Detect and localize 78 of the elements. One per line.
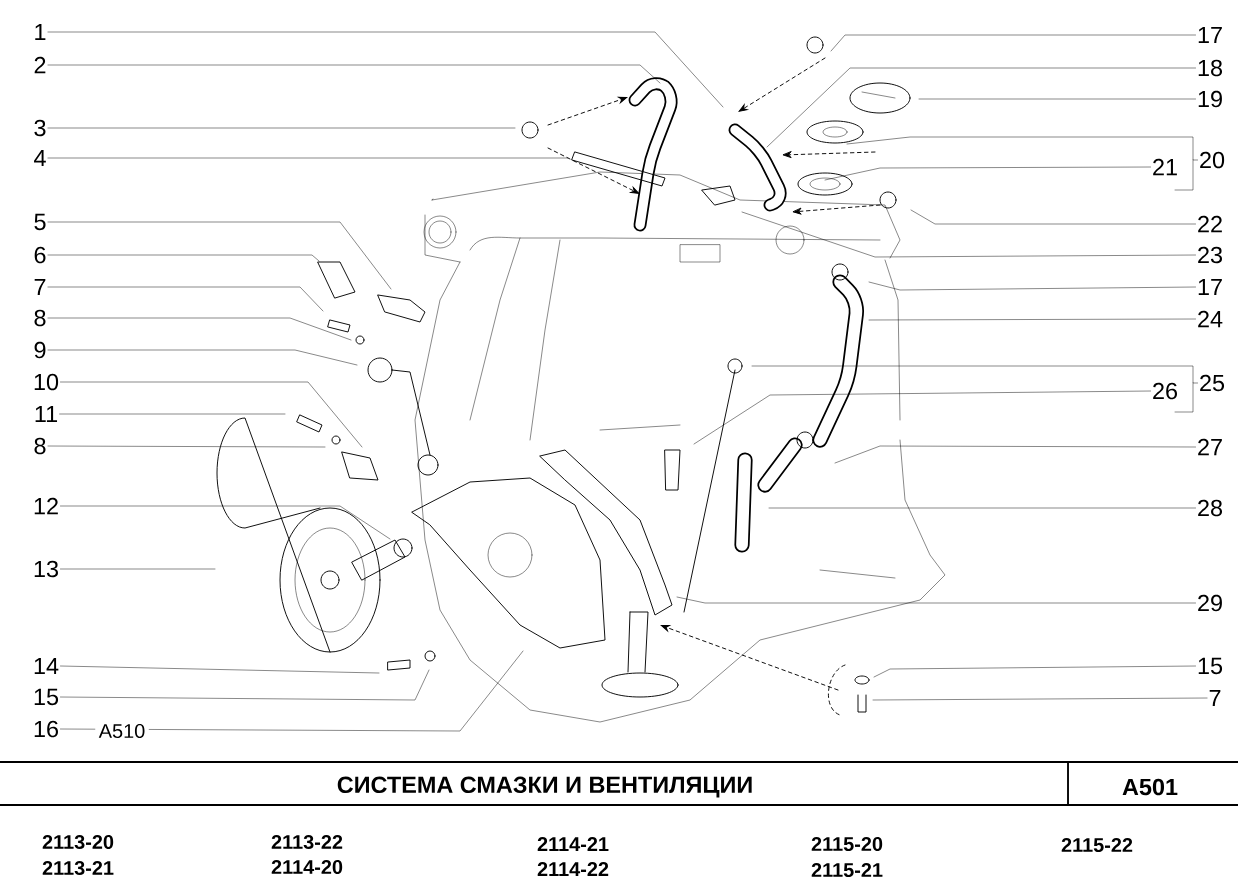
callout-number: 12 bbox=[34, 497, 58, 515]
leader-line bbox=[47, 286, 324, 312]
leader-line bbox=[830, 34, 1196, 52]
callout-number: 23 bbox=[1198, 246, 1222, 264]
leader-line bbox=[834, 445, 1196, 464]
leader-line bbox=[60, 568, 216, 570]
callout-number: 6 bbox=[34, 246, 46, 264]
model-code: 2115-22 bbox=[1061, 837, 1133, 853]
edge-label: A510 bbox=[95, 720, 149, 742]
leader-line bbox=[47, 317, 352, 341]
callout-number: 3 bbox=[34, 119, 46, 137]
callout-number: 29 bbox=[1198, 594, 1222, 612]
callout-number: 8 bbox=[34, 309, 46, 327]
model-code: 2113-22 bbox=[271, 834, 343, 850]
callout-number: 2 bbox=[34, 56, 46, 74]
callout-number: 7 bbox=[34, 278, 46, 296]
leader-line bbox=[47, 349, 358, 366]
callout-number: 7 bbox=[1209, 689, 1221, 707]
callout-number: 15 bbox=[1198, 657, 1223, 675]
model-code: 2115-21 bbox=[811, 862, 883, 878]
callout-number: 22 bbox=[1198, 215, 1222, 233]
leader-line bbox=[59, 413, 286, 415]
leader-line bbox=[47, 64, 661, 84]
callout-number: 26 bbox=[1153, 382, 1177, 400]
model-code: 2114-20 bbox=[271, 859, 343, 875]
callout-number: 14 bbox=[34, 657, 59, 675]
leader-line bbox=[47, 157, 569, 159]
leader-line bbox=[47, 221, 392, 290]
sheet-number: A501 bbox=[1122, 778, 1178, 796]
callout-number: 1 bbox=[35, 23, 46, 41]
callout-number: 16 bbox=[34, 720, 58, 738]
callout-number: 18 bbox=[1198, 59, 1223, 77]
callout-number: 17 bbox=[1198, 26, 1222, 44]
leader-line bbox=[768, 507, 1196, 509]
title: СИСТЕМА СМАЗКИ И ВЕНТИЛЯЦИИ bbox=[337, 776, 752, 798]
callout-number: 19 bbox=[1198, 90, 1222, 108]
callout-number: 24 bbox=[1198, 310, 1223, 328]
leader-line bbox=[60, 665, 380, 674]
callout-number: 28 bbox=[1198, 499, 1223, 517]
leader-line bbox=[873, 665, 1196, 678]
leader-line bbox=[766, 67, 1196, 148]
leader-line bbox=[741, 211, 1196, 258]
callout-number: 8 bbox=[34, 437, 46, 455]
callout-number: 15 bbox=[34, 688, 59, 706]
leader-line bbox=[824, 166, 1151, 181]
leader-line bbox=[47, 254, 320, 262]
callout-number: 13 bbox=[34, 560, 58, 578]
leader-line bbox=[910, 209, 1196, 225]
model-code: 2114-21 bbox=[537, 837, 609, 851]
leader-line bbox=[47, 31, 724, 108]
callout-number: 25 bbox=[1200, 374, 1225, 392]
leader-line bbox=[60, 669, 430, 701]
model-code: 2114-22 bbox=[537, 862, 609, 876]
callout-number: 17 bbox=[1198, 278, 1222, 296]
callout-number: 5 bbox=[34, 213, 46, 231]
leader-line bbox=[47, 445, 326, 448]
callout-number: 9 bbox=[34, 341, 46, 359]
callout-number: 21 bbox=[1153, 158, 1177, 176]
leader-line bbox=[693, 390, 1151, 445]
model-code: 2113-20 bbox=[42, 834, 114, 850]
leader-line bbox=[60, 505, 391, 540]
leader-line bbox=[751, 365, 1198, 384]
callout-number: 11 bbox=[35, 405, 58, 423]
leader-line bbox=[872, 697, 1208, 701]
leader-line bbox=[676, 596, 1196, 604]
leader-line bbox=[47, 127, 516, 129]
model-code: 2113-21 bbox=[42, 860, 114, 876]
callout-number: 10 bbox=[34, 373, 59, 391]
leader-line bbox=[868, 318, 1196, 321]
callout-number: 4 bbox=[34, 149, 46, 167]
model-code: 2115-20 bbox=[811, 836, 883, 852]
leader-line bbox=[60, 650, 524, 732]
callout-number: 27 bbox=[1198, 438, 1222, 456]
callout-number: 20 bbox=[1200, 151, 1225, 169]
leader-line bbox=[918, 98, 1196, 100]
leader-line bbox=[60, 381, 363, 448]
leader-line bbox=[846, 136, 1198, 161]
leader-line bbox=[868, 281, 1196, 291]
